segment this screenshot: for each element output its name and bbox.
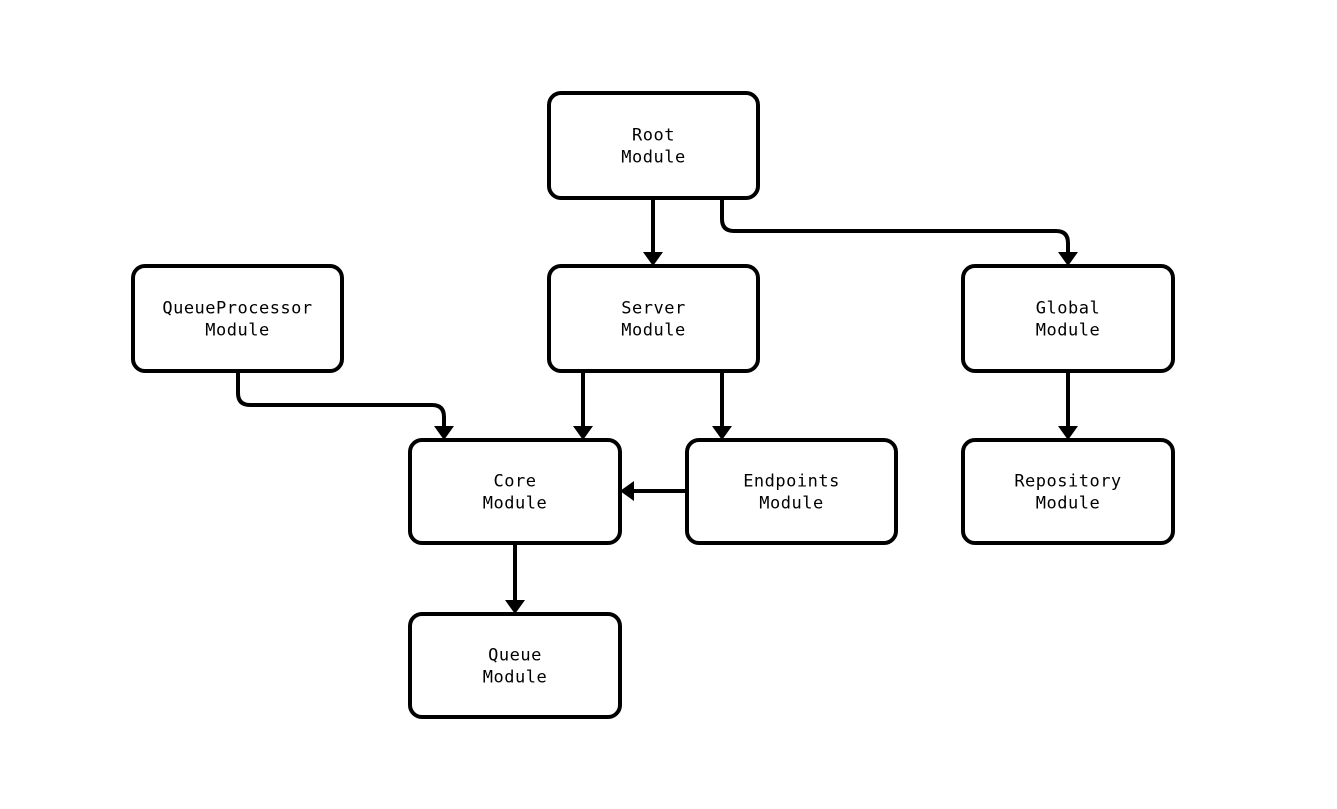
edge-line	[720, 198, 1070, 252]
edge-queueprocessor-to-core	[236, 371, 454, 440]
arrow-head-icon	[1058, 252, 1078, 266]
edge-root-to-global	[720, 198, 1078, 266]
node-label-line2: Module	[621, 321, 685, 341]
arrow-head-icon	[434, 426, 454, 440]
node-box[interactable]	[961, 264, 1175, 373]
arrow-head-icon	[573, 426, 593, 440]
edge-endpoints-to-core	[620, 481, 687, 501]
node-label-line1: Queue	[488, 646, 542, 666]
node-label-line2: Module	[1036, 321, 1100, 341]
node-label-line2: Module	[621, 148, 685, 168]
node-box[interactable]	[408, 438, 622, 545]
arrow-head-icon	[643, 252, 663, 266]
node-label-line2: Module	[483, 668, 547, 688]
node-label-line2: Module	[759, 494, 823, 514]
node-box[interactable]	[547, 91, 760, 200]
node-label-line1: Endpoints	[743, 472, 840, 492]
node-label-line2: Module	[205, 321, 269, 341]
node-label-line2: Module	[1036, 494, 1100, 514]
arrow-head-icon	[1058, 426, 1078, 440]
node-box[interactable]	[408, 612, 622, 719]
arrow-head-icon	[620, 481, 634, 501]
edge-core-to-queue	[505, 543, 525, 614]
node-label-line1: Server	[621, 299, 685, 319]
node-label-line1: Global	[1036, 299, 1100, 319]
edge-line	[236, 371, 446, 426]
arrow-head-icon	[712, 426, 732, 440]
node-label-line1: QueueProcessor	[162, 299, 312, 319]
node-label-line1: Root	[632, 126, 675, 146]
arrow-head-icon	[505, 600, 525, 614]
node-box[interactable]	[131, 264, 344, 373]
node-label-line2: Module	[483, 494, 547, 514]
node-label-line1: Repository	[1014, 472, 1121, 492]
node-box[interactable]	[547, 264, 760, 373]
edges-layer	[236, 198, 1078, 614]
edge-server-to-endpoints	[712, 371, 732, 440]
node-box[interactable]	[685, 438, 898, 545]
node-label-line1: Core	[494, 472, 537, 492]
edge-server-to-core	[573, 371, 593, 440]
edge-root-to-server	[643, 198, 663, 266]
node-box[interactable]	[961, 438, 1175, 545]
edge-global-to-repository	[1058, 371, 1078, 440]
